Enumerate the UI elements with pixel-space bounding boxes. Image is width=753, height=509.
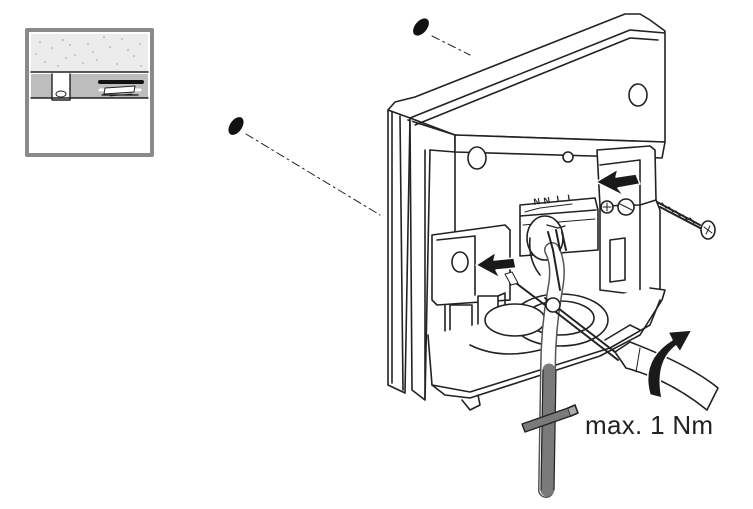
rotation-arrow xyxy=(646,329,693,399)
terminal-labels: N N L L xyxy=(533,192,574,207)
device-body xyxy=(387,13,666,411)
inset-detail xyxy=(25,28,154,157)
terminal-label: L xyxy=(556,193,563,204)
push-arrow-right xyxy=(595,168,641,197)
guide-line-top xyxy=(431,35,471,56)
cable xyxy=(521,224,579,498)
torque-label: max. 1 Nm xyxy=(585,410,714,440)
wall-plug-marker-left xyxy=(228,117,244,135)
terminal-label: L xyxy=(567,192,574,203)
guide-line-left xyxy=(245,133,381,216)
inset-plaster-texture xyxy=(35,36,142,67)
mounting-screw xyxy=(656,201,716,240)
inset-cable-white xyxy=(103,85,136,95)
terminal-label: N xyxy=(543,195,551,206)
wall-plug-marker-top xyxy=(413,18,429,36)
terminal-label: N xyxy=(533,196,541,207)
push-arrow-left xyxy=(475,251,517,279)
inset-wall-plaster xyxy=(31,34,148,72)
